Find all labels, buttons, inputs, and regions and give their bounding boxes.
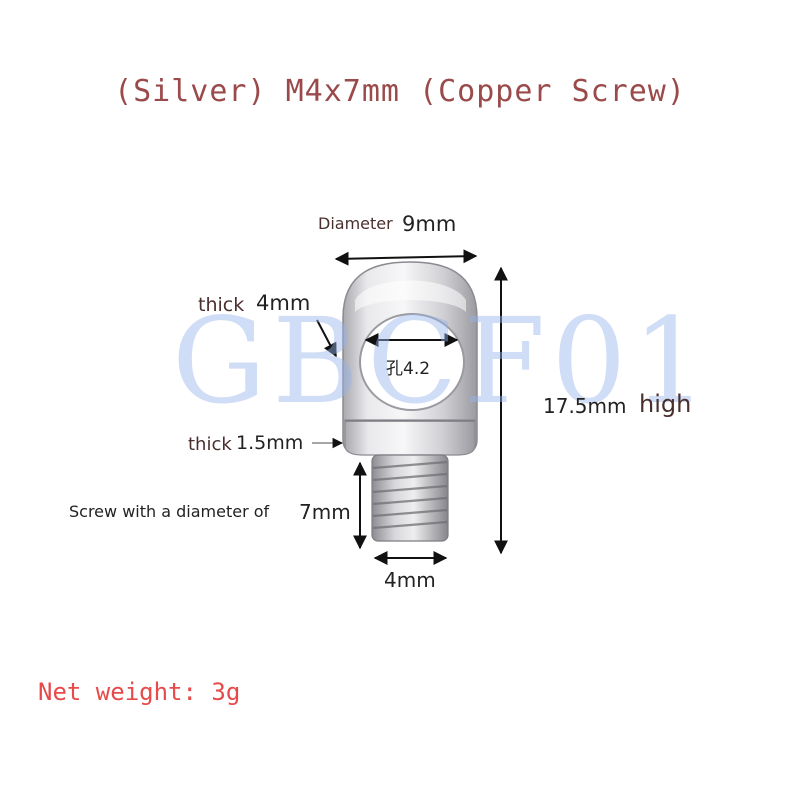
height-value: 17.5mm	[543, 394, 627, 418]
thick-top-label: thick	[198, 294, 245, 316]
screw-width-value: 4mm	[384, 568, 436, 592]
screw-thread	[371, 454, 449, 542]
diameter-value: 9mm	[402, 212, 457, 236]
thick-top-arrow	[316, 319, 337, 358]
screw-diameter-label: Screw with a diameter of	[69, 502, 270, 521]
net-weight: Net weight: 3g	[38, 678, 241, 706]
thick-bottom-value: 1.5mm	[236, 432, 304, 454]
watermark-text: GBCF01	[172, 292, 714, 430]
thick-bottom-label: thick	[188, 434, 232, 455]
hole-label: 孔4.2	[386, 359, 431, 379]
screw-diameter-value: 7mm	[299, 500, 351, 524]
diameter-arrow	[334, 249, 478, 266]
lug-body	[342, 261, 478, 456]
product-title: (Silver) M4x7mm (Copper Screw)	[114, 74, 686, 109]
height-suffix: high	[639, 390, 692, 418]
diameter-label: Diameter	[318, 214, 393, 233]
thick-top-value: 4mm	[256, 291, 311, 315]
